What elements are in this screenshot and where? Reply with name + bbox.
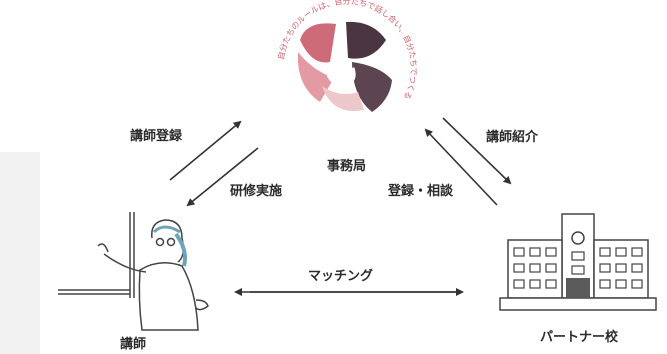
office-logo: 自分たちのルールは、自分たちで話し合い、自分たちでつくる bbox=[276, 0, 418, 122]
matching-label: マッチング bbox=[308, 269, 374, 284]
arrow-instructor-to-office bbox=[169, 120, 242, 181]
instructor-register-label: 講師登録 bbox=[130, 129, 183, 144]
instructor-intro-label: 講師紹介 bbox=[486, 130, 539, 145]
arrow-office-to-school bbox=[442, 117, 512, 185]
arrow-school-to-office bbox=[424, 128, 498, 206]
side-panel bbox=[0, 152, 40, 354]
training-label: 研修実施 bbox=[230, 184, 283, 199]
instructor-label: 講師 bbox=[120, 337, 147, 352]
register-consult-label: 登録・相談 bbox=[388, 184, 454, 199]
instructor-illustration bbox=[58, 212, 209, 331]
office-label: 事務局 bbox=[327, 159, 367, 174]
arrows bbox=[169, 117, 512, 296]
arrow-office-to-instructor bbox=[186, 147, 259, 207]
school-label: パートナー校 bbox=[540, 330, 619, 345]
school-building bbox=[499, 213, 657, 311]
